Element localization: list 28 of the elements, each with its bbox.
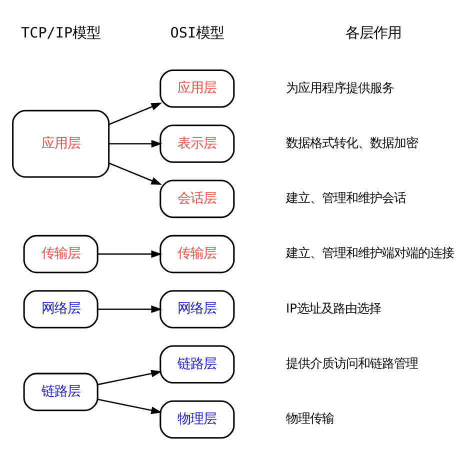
label: 提供介质访问和链路管理 (286, 356, 418, 371)
node-box: 表示层 (160, 124, 235, 163)
label: 为应用程序提供服务 (286, 80, 394, 95)
label: OSI模型 (170, 25, 224, 42)
node-box: 传输层 (23, 234, 98, 274)
label: TCP/IP模型 (21, 25, 101, 42)
node-box: 应用层 (12, 110, 110, 178)
label: 建立、管理和维护端对端的连接 (286, 246, 454, 260)
label: 建立、管理和维护会话 (286, 191, 406, 206)
node-box: 物理层 (160, 400, 235, 439)
label: 数据格式转化、数据加密 (286, 136, 418, 150)
node-box: 传输层 (160, 234, 235, 274)
node-box: 链路层 (23, 372, 98, 412)
node-box: 会话层 (160, 180, 235, 218)
node-box: 网络层 (160, 290, 235, 328)
node-box: 链路层 (160, 345, 235, 384)
node-box: 网络层 (23, 290, 98, 328)
arrow (109, 140, 162, 148)
arrow (98, 250, 162, 258)
arrow (98, 370, 162, 386)
arrow (108, 162, 162, 185)
label: 各层作用 (345, 25, 402, 42)
arrow (108, 102, 162, 125)
arrow (98, 398, 162, 414)
node-box: 应用层 (160, 69, 235, 108)
arrow (98, 305, 162, 314)
label: 物理传输 (286, 412, 334, 426)
label: IP选址及路由选择 (286, 301, 382, 316)
